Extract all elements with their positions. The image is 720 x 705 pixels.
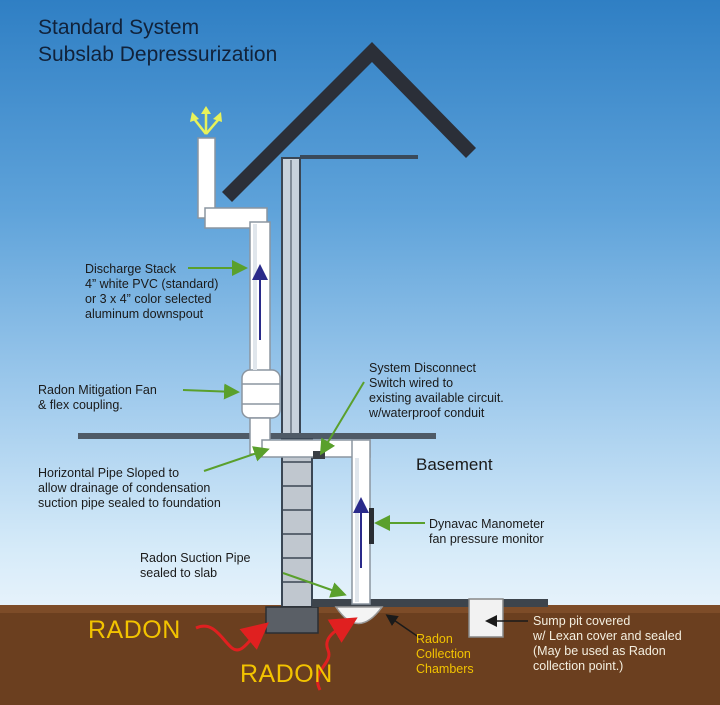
basement-slab <box>312 599 548 607</box>
radon-arrow-left <box>195 622 269 652</box>
suction-pipe-label: Radon Suction Pipe sealed to slab <box>140 551 251 580</box>
title-line-2: Subslab Depressurization <box>38 43 278 66</box>
manometer-label: Dynavac Manometer fan pressure monitor <box>429 517 545 546</box>
radon-label-bottom: RADON <box>240 660 333 688</box>
leader-arrows <box>182 260 425 598</box>
radon-label-left: RADON <box>88 616 181 644</box>
diagram-title: Standard System Subslab Depressurization <box>38 14 277 68</box>
fan-label: Radon Mitigation Fan & flex coupling. <box>38 383 157 412</box>
manometer <box>369 508 374 544</box>
disconnect-label: System Disconnect Switch wired to existi… <box>369 361 504 420</box>
sump-pit <box>468 598 504 638</box>
collection-chambers-label: Radon Collection Chambers <box>416 632 474 676</box>
horizontal-pipe-label: Horizontal Pipe Sloped to allow drainage… <box>38 466 221 510</box>
roof <box>222 42 476 202</box>
disconnect-switch <box>313 451 325 459</box>
footing <box>265 606 319 634</box>
title-line-1: Standard System <box>38 16 200 39</box>
radon-arrow-bottom <box>316 617 358 691</box>
exhaust-arrows <box>194 114 219 135</box>
discharge-stack-label: Discharge Stack 4” white PVC (standard) … <box>85 262 219 321</box>
basement-label: Basement <box>416 455 493 474</box>
sump-pit-label: Sump pit covered w/ Lexan cover and seal… <box>533 614 682 673</box>
radon-fan <box>241 369 281 419</box>
